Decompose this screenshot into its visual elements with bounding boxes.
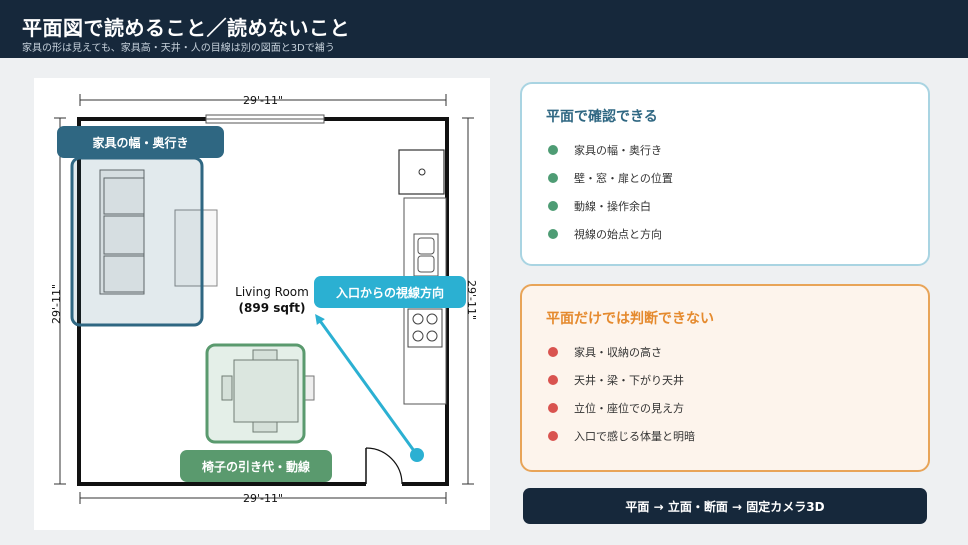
list-item-label: 家具の幅・奥行き xyxy=(574,144,662,157)
furniture-highlight xyxy=(70,156,204,327)
workflow-banner: 平面 → 立面・断面 → 固定カメラ3D xyxy=(523,488,927,524)
dimension-left xyxy=(54,117,66,485)
bullet-dot-icon xyxy=(548,431,558,441)
list-item-label: 天井・梁・下がり天井 xyxy=(574,374,684,387)
list-item-label: 壁・窓・扉との位置 xyxy=(574,172,673,185)
can-confirm-box: 平面で確認できる 家具の幅・奥行き 壁・窓・扉との位置 動線・操作余白 視線の始… xyxy=(520,82,930,266)
list-item: 家具の幅・奥行き xyxy=(548,136,673,164)
list-item: 立位・座位での見え方 xyxy=(548,394,695,422)
header: 平面図で読めること／読めないこと 家具の形は見えても、家具高・天井・人の目線は別… xyxy=(0,0,968,58)
dimension-top xyxy=(79,94,447,106)
bullet-dot-icon xyxy=(548,375,558,385)
list-item: 家具・収納の高さ xyxy=(548,338,695,366)
list-item: 天井・梁・下がり天井 xyxy=(548,366,695,394)
bullet-dot-icon xyxy=(548,229,558,239)
callout-chair-clearance: 椅子の引き代・動線 xyxy=(180,450,332,482)
list-item: 壁・窓・扉との位置 xyxy=(548,164,673,192)
bullet-dot-icon xyxy=(548,201,558,211)
dimension-left-label: 29'-11" xyxy=(50,284,63,324)
room-name: Living Room xyxy=(235,285,309,299)
list-item-label: 動線・操作余白 xyxy=(574,200,651,213)
stove-icon xyxy=(407,308,443,348)
sofa xyxy=(99,169,145,295)
bullet-dot-icon xyxy=(548,173,558,183)
list-item-label: 立位・座位での見え方 xyxy=(574,402,684,415)
dimension-top-label: 29'-11" xyxy=(243,94,283,107)
bullet-dot-icon xyxy=(548,145,558,155)
list-item-label: 視線の始点と方向 xyxy=(574,228,662,241)
dimension-bottom xyxy=(79,492,447,504)
dimension-bottom-label: 29'-11" xyxy=(243,492,283,505)
floor-plan-drawing: 29'-11" 29'-11" 29'-11" 29'-11" xyxy=(50,94,478,505)
refrigerator-icon xyxy=(398,149,445,195)
page-subtitle: 家具の形は見えても、家具高・天井・人の目線は別の図面と3Dで補う xyxy=(22,43,335,54)
sink-icon xyxy=(413,233,439,277)
can-confirm-title: 平面で確認できる xyxy=(546,109,658,125)
list-item: 入口で感じる体量と明暗 xyxy=(548,422,695,450)
can-confirm-list: 家具の幅・奥行き 壁・窓・扉との位置 動線・操作余白 視線の始点と方向 xyxy=(548,136,673,248)
page-title: 平面図で読めること／読めないこと xyxy=(22,16,350,40)
dining-set xyxy=(221,349,315,433)
viewpoint-marker xyxy=(410,448,424,462)
list-item: 動線・操作余白 xyxy=(548,192,673,220)
cannot-judge-title: 平面だけでは判断できない xyxy=(546,311,714,327)
chair-highlight xyxy=(205,343,306,444)
cannot-judge-box: 平面だけでは判断できない 家具・収納の高さ 天井・梁・下がり天井 立位・座位での… xyxy=(520,284,930,472)
dimension-right-label: 29'-11" xyxy=(465,280,478,320)
room-area: (899 sqft) xyxy=(239,301,306,315)
list-item: 視線の始点と方向 xyxy=(548,220,673,248)
list-item-label: 入口で感じる体量と明暗 xyxy=(574,430,695,443)
list-item-label: 家具・収納の高さ xyxy=(574,346,662,359)
coffee-table xyxy=(174,209,218,287)
cannot-judge-list: 家具・収納の高さ 天井・梁・下がり天井 立位・座位での見え方 入口で感じる体量と… xyxy=(548,338,695,450)
window xyxy=(205,114,325,124)
entry-door xyxy=(365,447,403,487)
callout-furniture-size: 家具の幅・奥行き xyxy=(57,126,224,158)
callout-sightline: 入口からの視線方向 xyxy=(314,276,466,308)
bullet-dot-icon xyxy=(548,403,558,413)
sightline-arrow xyxy=(315,313,419,456)
bullet-dot-icon xyxy=(548,347,558,357)
dimension-right xyxy=(462,117,474,485)
